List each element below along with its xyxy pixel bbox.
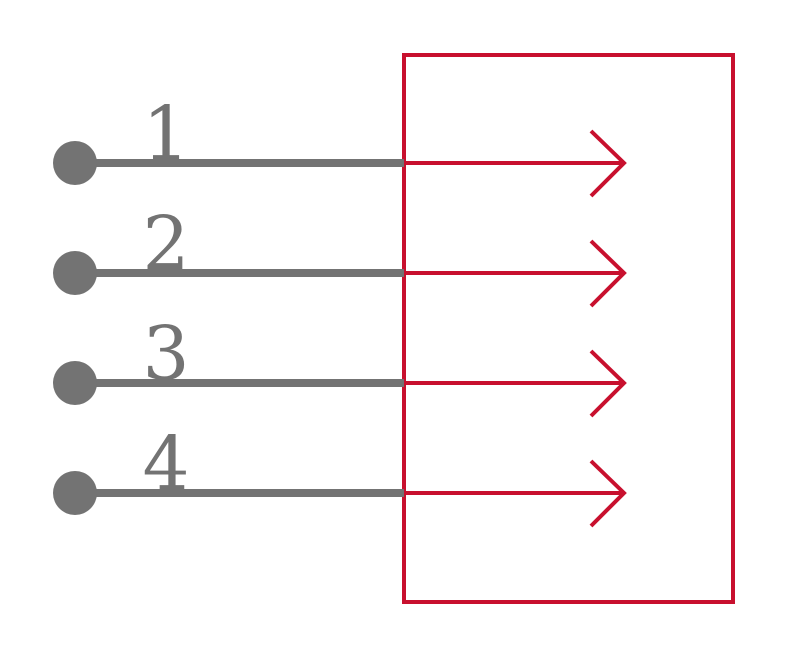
pin-terminal-dot (53, 361, 97, 405)
pin-2: 2 (53, 201, 627, 308)
pin-number-label: 1 (142, 91, 189, 177)
pin-4: 4 (53, 421, 627, 528)
arrow-icon (589, 349, 627, 418)
pin-number-label: 4 (142, 421, 189, 507)
pin-terminal-dot (53, 471, 97, 515)
pin-terminal-dot (53, 141, 97, 185)
pin-number-label: 3 (142, 311, 189, 397)
arrow-icon (589, 129, 627, 198)
pin-3: 3 (53, 311, 627, 418)
arrow-icon (589, 459, 627, 528)
pin-number-label: 2 (142, 201, 189, 287)
arrow-icon (589, 239, 627, 308)
component-body (402, 53, 735, 604)
pin-terminal-dot (53, 251, 97, 295)
pin-1: 1 (53, 91, 627, 198)
